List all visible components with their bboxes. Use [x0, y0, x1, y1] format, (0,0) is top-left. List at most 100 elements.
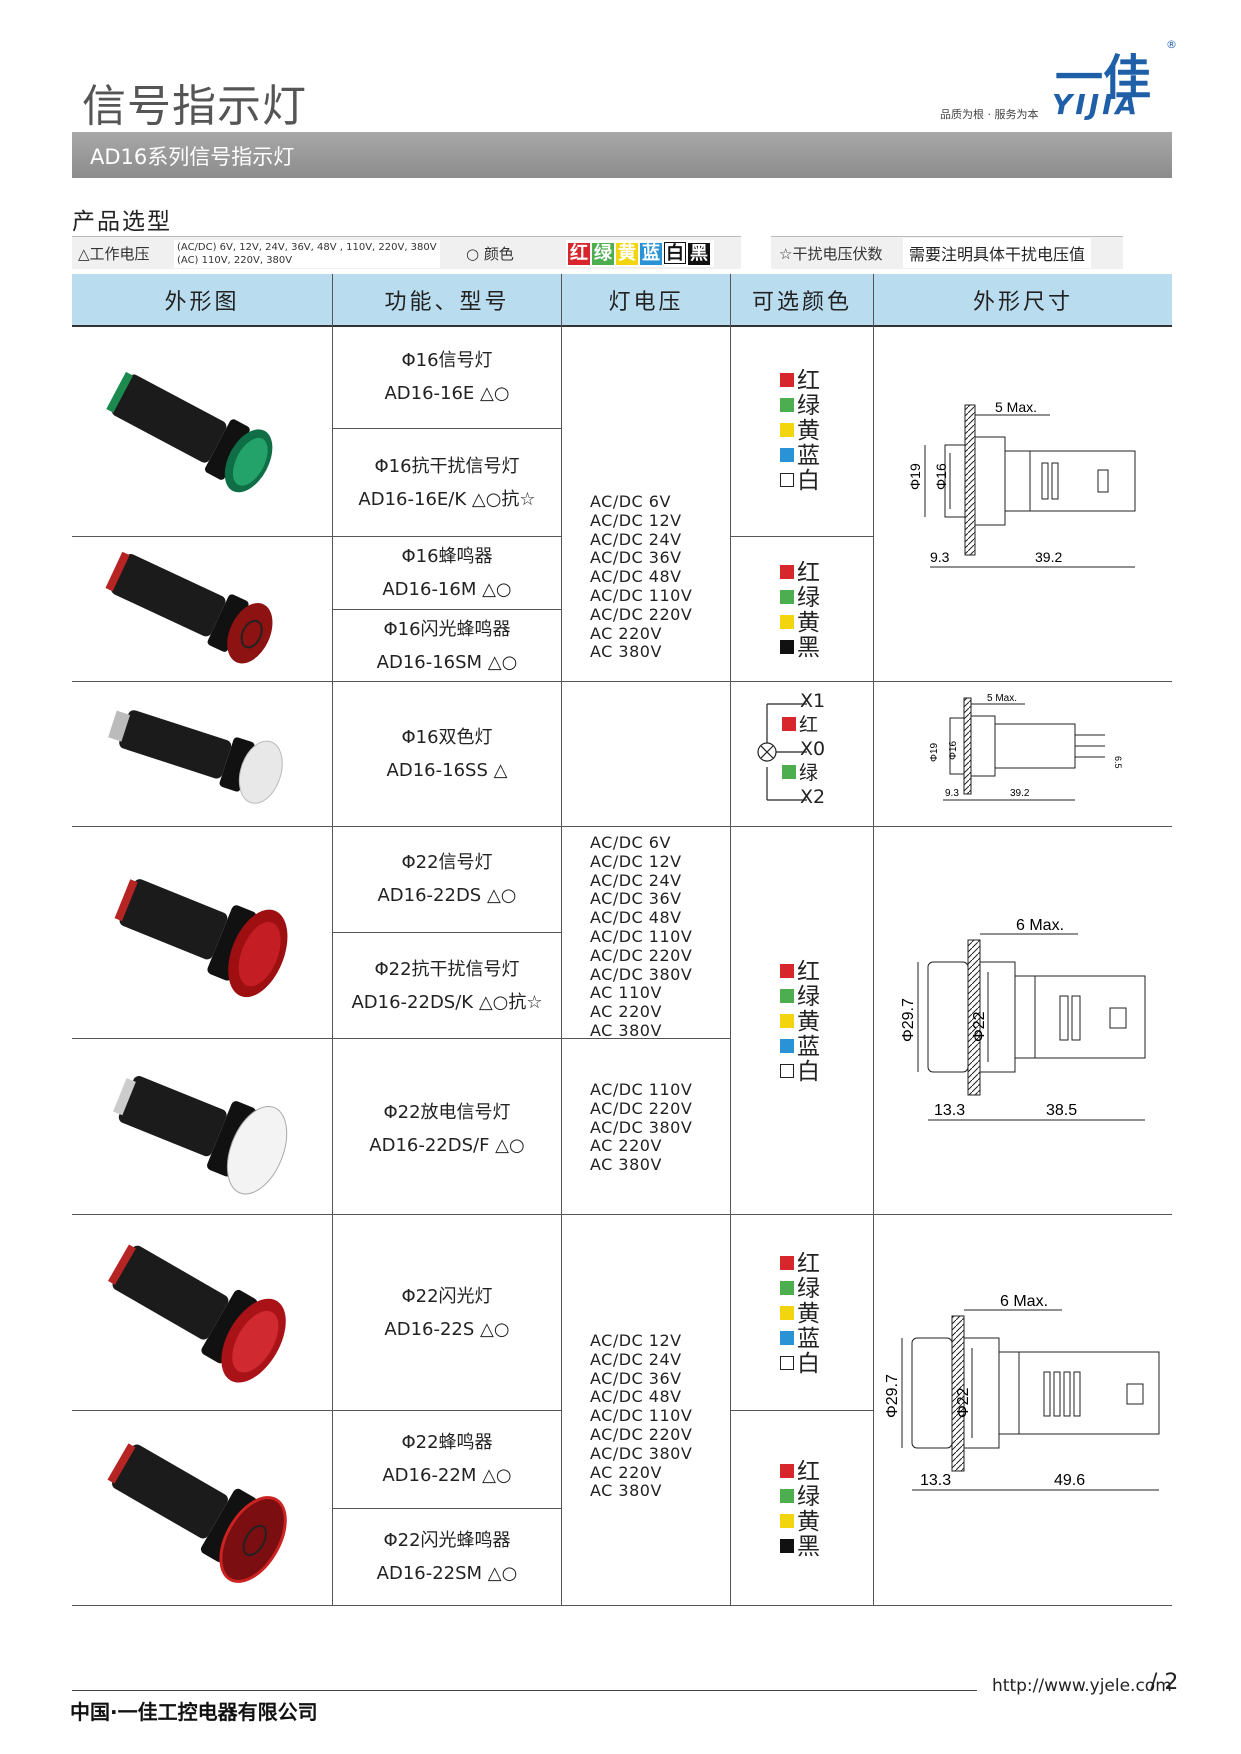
voltage-item: AC/DC 220V — [590, 604, 693, 624]
model-name: Φ16信号灯 — [401, 350, 493, 371]
model-code: AD16-22DS/F △○ — [369, 1135, 525, 1156]
table-rule — [561, 1038, 730, 1039]
flash-nut — [201, 1289, 258, 1364]
lamp22-lens-highlight — [238, 921, 281, 987]
model-name: Φ22抗干扰信号灯 — [374, 959, 520, 980]
table-rule — [332, 1508, 561, 1509]
model-code: AD16-22M △○ — [382, 1465, 512, 1486]
bicolor-red: 红 — [799, 714, 819, 736]
model-cell: Φ22放电信号灯 AD16-22DS/F △○ — [333, 1096, 561, 1162]
flash-terminal — [107, 1244, 136, 1285]
buzzer-grille — [240, 619, 263, 649]
table-rule — [72, 681, 1172, 682]
dim-length: 39.2 — [1010, 788, 1030, 799]
color-name: 红 — [797, 1459, 820, 1485]
color-swatch — [780, 448, 794, 462]
color-name: 白 — [797, 1351, 820, 1377]
color-name: 绿 — [797, 585, 820, 611]
voltage-item: AC/DC 12V — [590, 510, 682, 530]
color-option: 绿 — [780, 394, 820, 419]
voltage-item: AC/DC 24V — [590, 529, 682, 549]
voltage-item: AC/DC 220V — [590, 1424, 693, 1444]
voltage-item: AC 380V — [590, 1020, 662, 1040]
voltage-line-2: (AC) 110V, 220V, 380V — [177, 255, 293, 266]
voltage-item: AC/DC 36V — [590, 889, 682, 909]
voltage-item: AC 380V — [590, 1155, 662, 1175]
buzzer22-nut — [200, 1488, 257, 1563]
model-code: AD16-22SM △○ — [376, 1563, 518, 1584]
voltage-item: AC/DC 36V — [590, 1368, 682, 1388]
voltage-item: AC 380V — [590, 1481, 662, 1501]
dim-max: 6 Max. — [1000, 1293, 1048, 1310]
color-swatch — [780, 1256, 794, 1270]
color-swatch — [780, 473, 794, 487]
color-swatch — [780, 1331, 794, 1345]
model-cell: Φ22抗干扰信号灯 AD16-22DS/K △○抗☆ — [333, 953, 561, 1019]
color-chip: 黑 — [688, 243, 710, 265]
voltage-item: AC 220V — [590, 623, 662, 643]
color-name: 黄 — [797, 1009, 820, 1035]
model-code: AD16-22DS/K △○抗☆ — [351, 992, 543, 1013]
color-name: 红 — [797, 959, 820, 985]
color-option: 蓝 — [780, 444, 820, 469]
color-name: 蓝 — [797, 1034, 820, 1060]
color-option: 绿 — [780, 985, 820, 1010]
buzzer-body — [111, 553, 226, 637]
voltage-item: AC/DC 48V — [590, 1387, 682, 1407]
color-chip: 绿 — [592, 243, 614, 265]
page-title: 信号指示灯 — [82, 81, 307, 132]
table-rule — [72, 1038, 561, 1039]
color-swatch — [780, 640, 794, 654]
flash-22-image — [107, 1244, 286, 1383]
color-chip: 黄 — [616, 243, 638, 265]
voltage-item: AC/DC 380V — [590, 1117, 693, 1137]
red-swatch — [782, 717, 796, 731]
voltage-item: AC/DC 12V — [590, 1331, 682, 1350]
color-swatch — [780, 989, 794, 1003]
color-option: 红 — [780, 960, 820, 985]
color-option: 红 — [780, 561, 820, 586]
table-rule — [332, 428, 561, 429]
model-name: Φ16蜂鸣器 — [401, 546, 493, 567]
color-name: 白 — [797, 1059, 820, 1085]
table-rule — [72, 1214, 1172, 1215]
color-name: 绿 — [797, 1276, 820, 1302]
slogan: 品质为根 · 服务为本 — [940, 108, 1039, 121]
model-code: AD16-16E/K △○抗☆ — [358, 489, 536, 510]
discharge-terminal — [113, 1078, 136, 1116]
dim-inner: Φ16 — [948, 740, 959, 760]
indicator-22-red-image — [114, 879, 288, 998]
color-name: 红 — [797, 560, 820, 586]
color-option: 黄 — [780, 1010, 820, 1035]
voltage-item: AC 110V — [590, 983, 662, 1003]
flash-body — [112, 1245, 229, 1340]
buzzer-nut — [207, 594, 249, 652]
color-swatch — [780, 565, 794, 579]
dim-outer: Φ29.7 — [900, 998, 917, 1042]
table-rule — [332, 274, 333, 1605]
lamp-lens-highlight — [232, 437, 268, 486]
discharge-nut — [207, 1101, 256, 1177]
terminal-x2: X2 — [800, 786, 826, 808]
bicolor-wiring-diagram — [757, 703, 807, 801]
table-rule — [72, 1410, 332, 1411]
model-cell: Φ16信号灯 AD16-16E △○ — [333, 344, 561, 410]
color-swatch — [780, 1514, 794, 1528]
voltage-line-1: (AC/DC) 6V, 12V, 24V, 36V, 48V , 110V, 2… — [177, 242, 437, 253]
voltage-item: AC 220V — [590, 1136, 662, 1156]
color-list: 红绿黄黑 — [780, 561, 820, 661]
color-chips: 红绿黄蓝白黑 — [566, 240, 714, 267]
voltage-item: AC/DC 24V — [590, 1349, 682, 1369]
color-name: 黄 — [797, 1301, 820, 1327]
footer-url[interactable]: http://www.yjele.com — [992, 1676, 1172, 1696]
model-name: Φ16闪光蜂鸣器 — [383, 619, 511, 640]
model-name: Φ22信号灯 — [401, 852, 493, 873]
dim-inner: Φ22 — [955, 1387, 972, 1418]
color-option: 黑 — [780, 636, 820, 661]
color-option: 白 — [780, 469, 820, 494]
model-name: Φ22闪光灯 — [401, 1286, 493, 1307]
voltage-item: AC/DC 110V — [590, 585, 693, 605]
voltage-item: AC/DC 110V — [590, 1406, 693, 1426]
dim-max: 5 Max. — [987, 693, 1017, 704]
